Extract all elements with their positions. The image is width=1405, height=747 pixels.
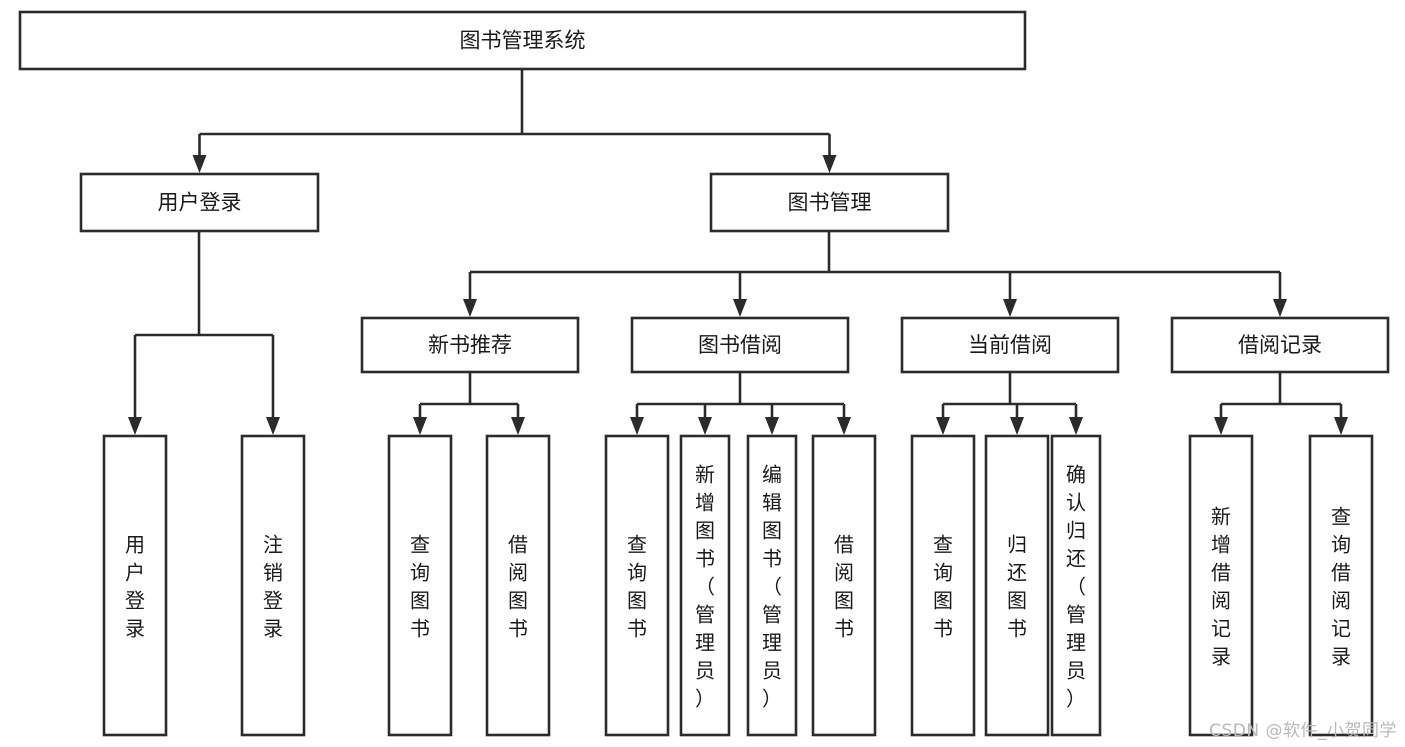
node-label-leaf-return-book: 归还图书 xyxy=(1007,532,1027,640)
node-box-root[interactable] xyxy=(18,10,1027,71)
node-leaf-borrow-book[interactable]: 借阅图书 xyxy=(811,434,877,737)
node-box-leaf-rec-borrow-book[interactable] xyxy=(485,434,551,737)
node-box-borrow-record[interactable] xyxy=(1170,316,1390,374)
node-current-borrow[interactable]: 当前借阅 xyxy=(900,316,1120,374)
node-box-leaf-confirm-return[interactable] xyxy=(1050,434,1102,737)
node-label-leaf-confirm-return: 确认归还（管理员） xyxy=(1066,462,1086,710)
node-label-leaf-add-book: 新增图书（管理员） xyxy=(695,462,715,710)
node-box-leaf-borrow-book[interactable] xyxy=(811,434,877,737)
node-label-leaf-logout: 注销登录 xyxy=(263,532,283,640)
node-leaf-cur-query-book[interactable]: 查询图书 xyxy=(910,434,976,737)
node-box-book-borrow[interactable] xyxy=(630,316,850,374)
connector-group-root xyxy=(192,69,837,173)
connector-group-new-book-rec xyxy=(413,372,525,435)
node-box-leaf-user-login[interactable] xyxy=(102,434,168,737)
node-leaf-return-book[interactable]: 归还图书 xyxy=(984,434,1050,737)
node-leaf-user-login[interactable]: 用户登录 xyxy=(102,434,168,737)
node-box-book-manage[interactable] xyxy=(709,172,950,233)
node-label-leaf-add-record: 新增借阅记录 xyxy=(1211,504,1231,668)
node-leaf-logout[interactable]: 注销登录 xyxy=(240,434,306,737)
connector-group-borrow-record xyxy=(1214,372,1348,435)
connector-group-current-borrow xyxy=(936,372,1083,435)
connector-group-user-login xyxy=(128,231,280,435)
node-box-leaf-edit-book[interactable] xyxy=(746,434,798,737)
node-box-new-book-rec[interactable] xyxy=(360,316,580,374)
node-leaf-confirm-return[interactable]: 确认归还（管理员） xyxy=(1050,434,1102,737)
node-box-current-borrow[interactable] xyxy=(900,316,1120,374)
node-root[interactable]: 图书管理系统 xyxy=(18,10,1027,71)
node-label-leaf-query-record: 查询借阅记录 xyxy=(1331,504,1351,668)
node-box-user-login[interactable] xyxy=(79,172,320,233)
node-label-leaf-rec-query-book: 查询图书 xyxy=(410,532,430,640)
node-box-leaf-return-book[interactable] xyxy=(984,434,1050,737)
csdn-watermark: CSDN @软件_小贺同学 xyxy=(1209,721,1397,741)
node-box-leaf-query-record[interactable] xyxy=(1308,434,1374,737)
node-label-leaf-borrow-query-book: 查询图书 xyxy=(627,532,647,640)
node-label-leaf-edit-book: 编辑图书（管理员） xyxy=(762,462,782,710)
connector-group-book-manage xyxy=(463,231,1287,317)
node-layer: 图书管理系统用户登录图书管理新书推荐图书借阅当前借阅借阅记录用户登录注销登录查询… xyxy=(18,10,1390,737)
node-label-new-book-rec: 新书推荐 xyxy=(428,333,512,357)
node-box-leaf-cur-query-book[interactable] xyxy=(910,434,976,737)
node-label-root: 图书管理系统 xyxy=(460,29,586,53)
node-leaf-borrow-query-book[interactable]: 查询图书 xyxy=(604,434,670,737)
node-label-leaf-user-login: 用户登录 xyxy=(125,532,145,640)
node-box-leaf-add-record[interactable] xyxy=(1188,434,1254,737)
node-book-manage[interactable]: 图书管理 xyxy=(709,172,950,233)
node-label-leaf-rec-borrow-book: 借阅图书 xyxy=(508,532,528,640)
node-user-login[interactable]: 用户登录 xyxy=(79,172,320,233)
connector-group-book-borrow xyxy=(630,372,851,435)
node-book-borrow[interactable]: 图书借阅 xyxy=(630,316,850,374)
node-label-book-borrow: 图书借阅 xyxy=(698,333,782,357)
node-box-leaf-rec-query-book[interactable] xyxy=(387,434,453,737)
node-label-book-manage: 图书管理 xyxy=(788,191,872,215)
node-label-leaf-borrow-book: 借阅图书 xyxy=(834,532,854,640)
node-leaf-rec-query-book[interactable]: 查询图书 xyxy=(387,434,453,737)
node-box-leaf-logout[interactable] xyxy=(240,434,306,737)
node-leaf-rec-borrow-book[interactable]: 借阅图书 xyxy=(485,434,551,737)
node-leaf-add-record[interactable]: 新增借阅记录 xyxy=(1188,434,1254,737)
node-label-user-login: 用户登录 xyxy=(158,191,242,215)
node-label-current-borrow: 当前借阅 xyxy=(968,333,1052,357)
node-leaf-edit-book[interactable]: 编辑图书（管理员） xyxy=(746,434,798,737)
node-box-leaf-add-book[interactable] xyxy=(679,434,731,737)
node-leaf-query-record[interactable]: 查询借阅记录 xyxy=(1308,434,1374,737)
node-leaf-add-book[interactable]: 新增图书（管理员） xyxy=(679,434,731,737)
node-new-book-rec[interactable]: 新书推荐 xyxy=(360,316,580,374)
node-borrow-record[interactable]: 借阅记录 xyxy=(1170,316,1390,374)
edge-layer xyxy=(128,69,1348,435)
node-label-leaf-cur-query-book: 查询图书 xyxy=(933,532,953,640)
node-label-borrow-record: 借阅记录 xyxy=(1238,333,1322,357)
node-box-leaf-borrow-query-book[interactable] xyxy=(604,434,670,737)
